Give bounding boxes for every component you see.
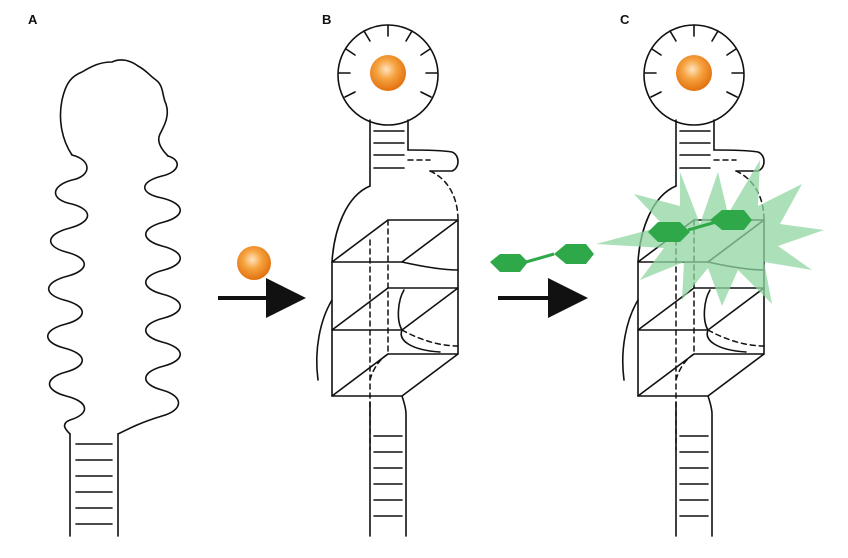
panel-b-lower-base-pairs xyxy=(373,435,403,517)
panel-label-a: A xyxy=(28,12,38,27)
panel-a-base-pairs xyxy=(75,443,113,525)
panel-b-side-bulge xyxy=(407,149,459,172)
orange-ligand-icon xyxy=(237,246,271,280)
panel-b-right-dash-upper xyxy=(429,170,459,221)
panel-b-folded-aptamer xyxy=(315,24,459,537)
panel-c-lower-base-pairs xyxy=(679,435,709,517)
panel-a-right-strand xyxy=(117,155,182,435)
green-fluorophore-icon xyxy=(648,210,752,242)
panel-b-left-sweep xyxy=(315,299,333,381)
panel-label-c: C xyxy=(620,12,630,27)
panel-a-left-strand xyxy=(46,154,89,435)
panel-label-b: B xyxy=(322,12,331,27)
panel-a-loop xyxy=(59,59,169,157)
orange-ligand-icon xyxy=(676,55,712,91)
fluorescence-burst-icon xyxy=(596,160,824,306)
panel-c-left-outer xyxy=(637,185,677,397)
panel-b-loop-ticks xyxy=(338,24,438,98)
panel-a-unfolded-aptamer xyxy=(46,59,182,537)
panel-c-side-bulge xyxy=(713,149,765,172)
panel-c-left-sweep xyxy=(621,299,639,381)
panel-b-upper-base-pairs xyxy=(373,130,405,169)
panel-c-lower-stem-right xyxy=(707,395,713,537)
orange-ligand-icon xyxy=(370,55,406,91)
panel-b-quadruplex xyxy=(331,219,459,451)
panel-c-loop-ticks xyxy=(644,24,744,98)
green-fluorophore-icon xyxy=(490,244,594,272)
panel-b-left-outer xyxy=(331,185,371,397)
panel-c-upper-base-pairs xyxy=(679,130,711,169)
panel-b-lower-stem-right xyxy=(401,395,407,537)
